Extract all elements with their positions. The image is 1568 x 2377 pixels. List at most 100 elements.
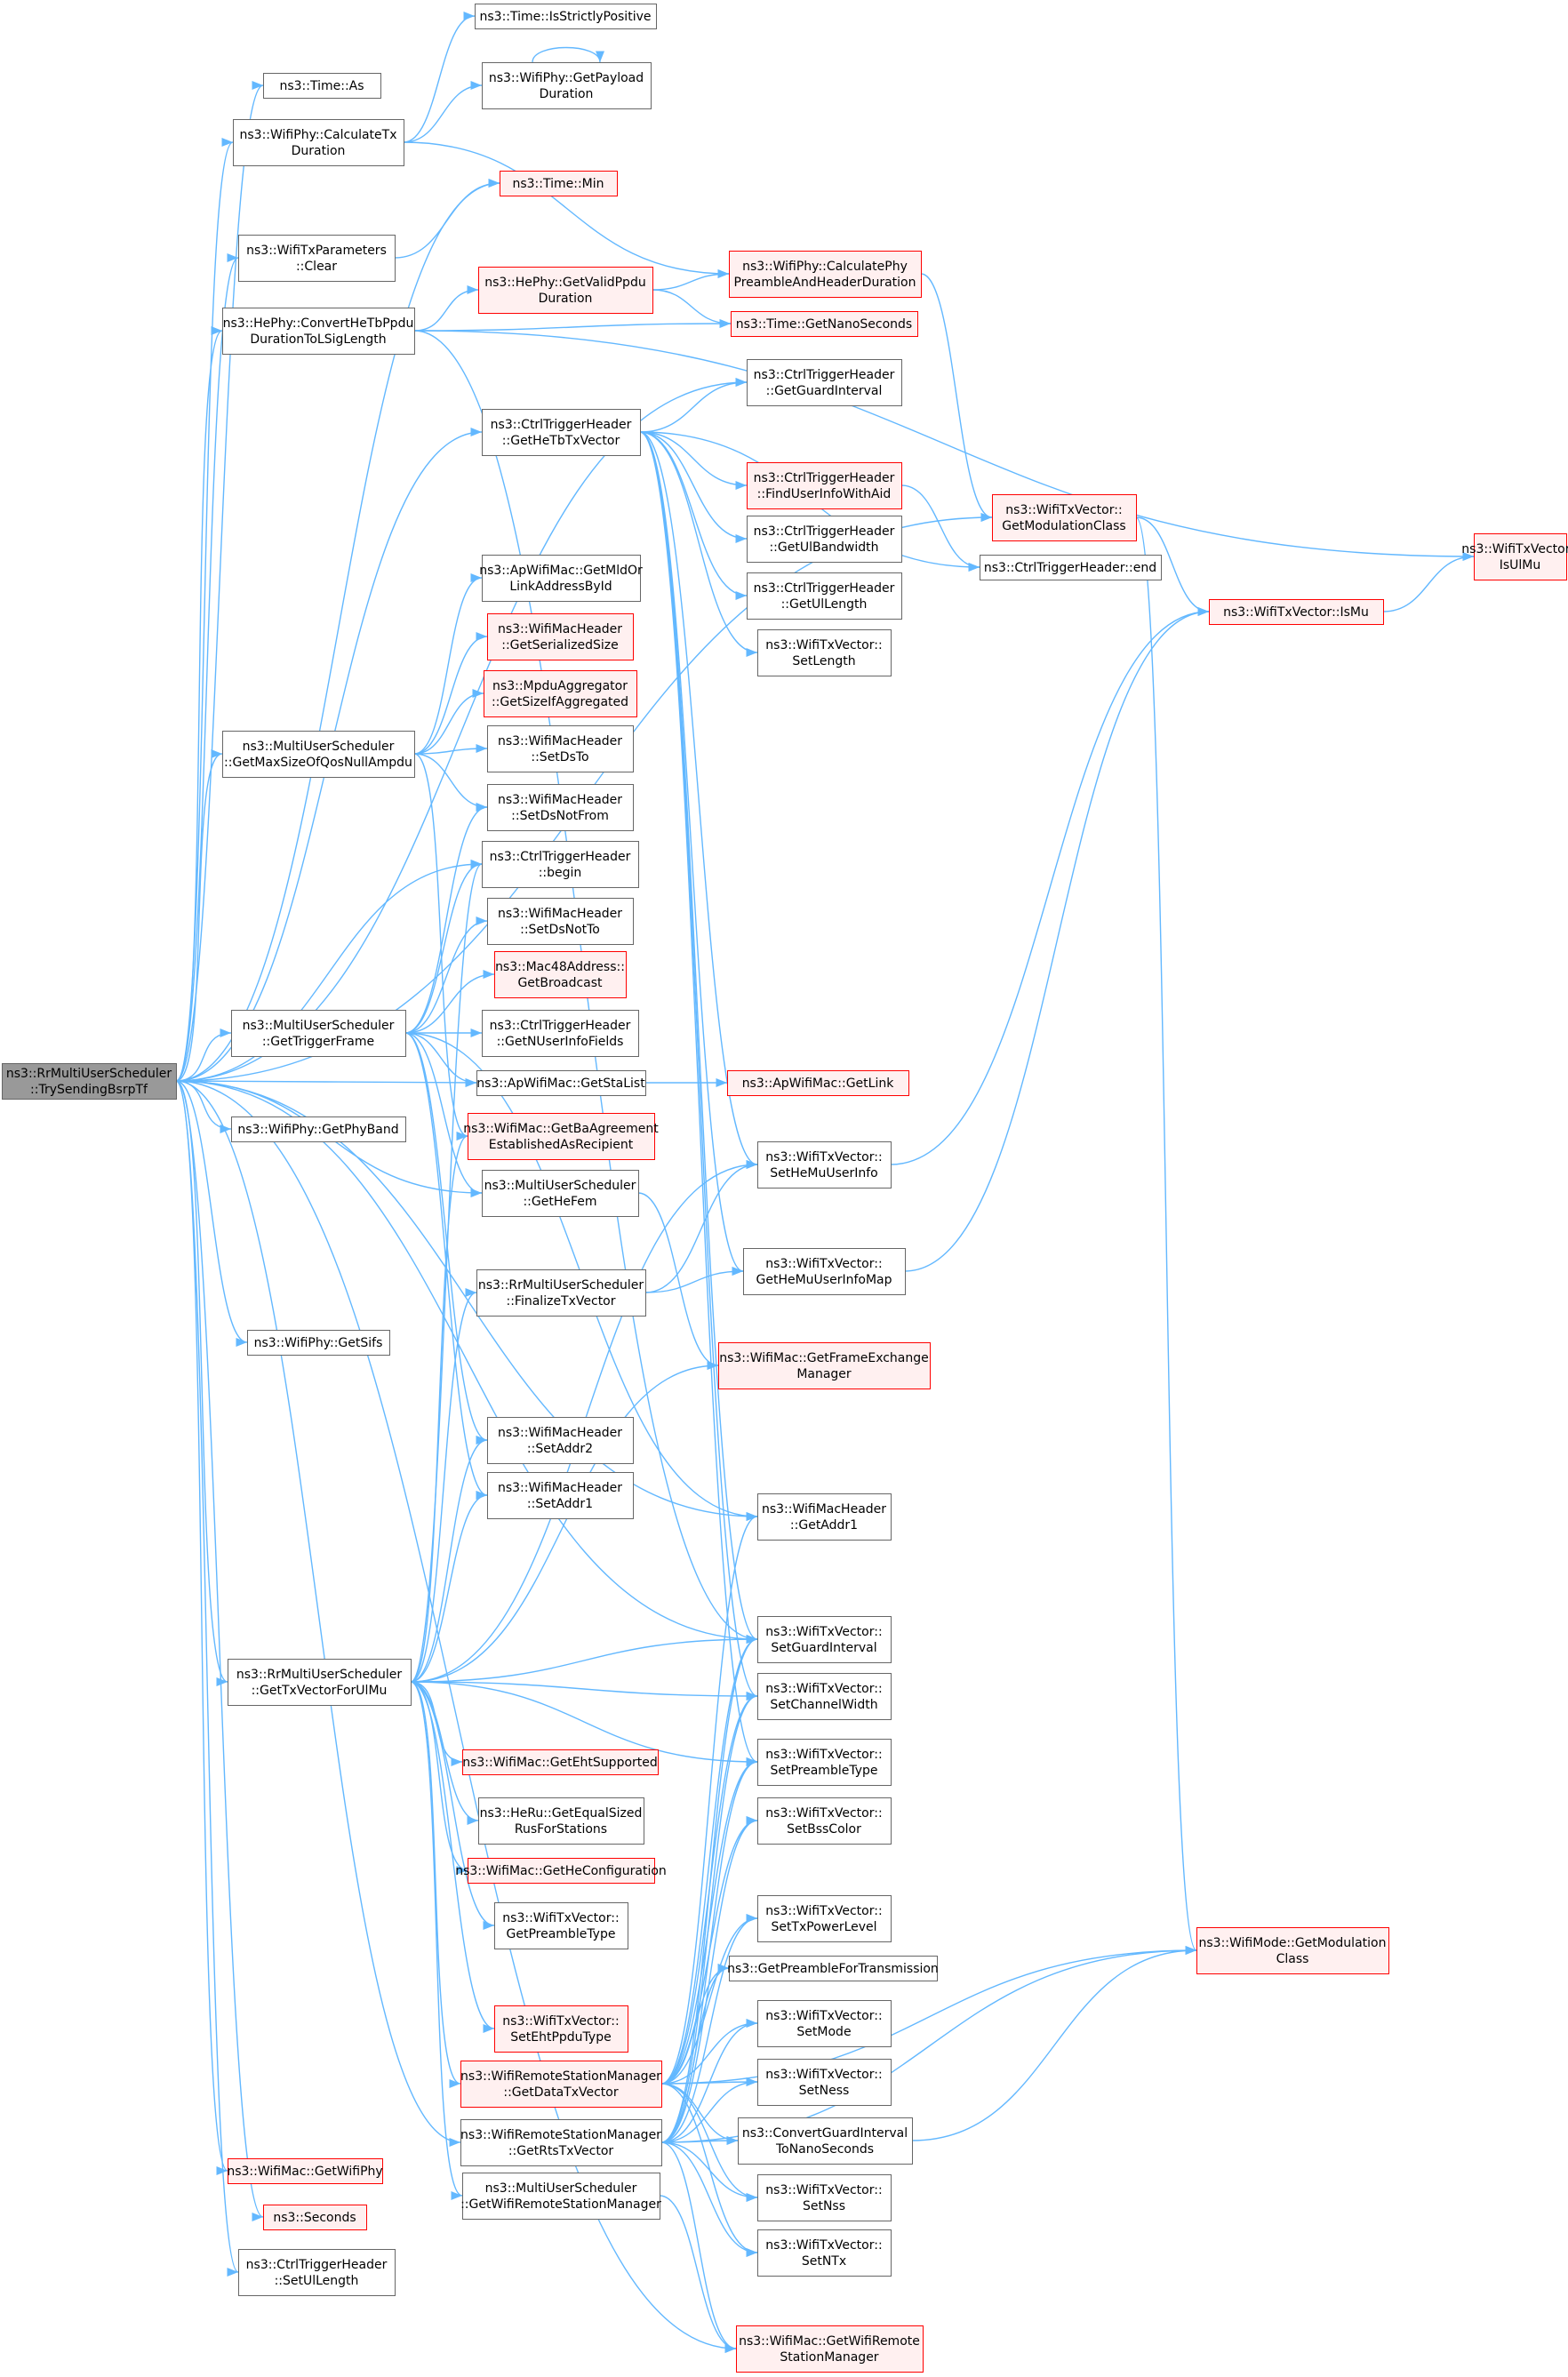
node-getBaAgreement[interactable]: ns3::WifiMac::GetBaAgreementEstablishedA… <box>463 1113 659 1160</box>
node-label: ns3::WifiMacHeader <box>498 734 622 748</box>
node-label: SetNess <box>799 2084 850 2098</box>
node-getGuardInterval[interactable]: ns3::CtrlTriggerHeader::GetGuardInterval <box>747 359 902 406</box>
node-label: ns3::Time::Min <box>512 177 604 191</box>
node-isStrictlyPositive[interactable]: ns3::Time::IsStrictlyPositive <box>475 4 657 29</box>
node-calcPhyPreamble[interactable]: ns3::WifiPhy::CalculatePhyPreambleAndHea… <box>729 251 922 298</box>
node-box <box>482 1170 639 1217</box>
node-getRtsTxVector[interactable]: ns3::WifiRemoteStationManager::GetRtsTxV… <box>460 2119 662 2166</box>
node-getTxVectorForUlMu[interactable]: ns3::RrMultiUserScheduler::GetTxVectorFo… <box>228 1659 412 1706</box>
node-setNss[interactable]: ns3::WifiTxVector::SetNss <box>757 2174 892 2221</box>
node-getTriggerFrame[interactable]: ns3::MultiUserScheduler::GetTriggerFrame <box>231 1010 406 1057</box>
node-setNTx[interactable]: ns3::WifiTxVector::SetNTx <box>757 2229 892 2277</box>
node-setLength[interactable]: ns3::WifiTxVector::SetLength <box>757 629 892 676</box>
node-label: ns3::MpduAggregator <box>492 679 628 693</box>
node-setHeMuUserInfo[interactable]: ns3::WifiTxVector::SetHeMuUserInfo <box>757 1141 892 1188</box>
node-label: RusForStations <box>515 1822 607 1837</box>
node-getHeMuUserInfoMap[interactable]: ns3::WifiTxVector::GetHeMuUserInfoMap <box>743 1248 906 1295</box>
node-getEhtSupported[interactable]: ns3::WifiMac::GetEhtSupported <box>462 1749 659 1775</box>
node-isUlMu[interactable]: ns3::WifiTxVector::IsUlMu <box>1461 533 1568 580</box>
node-getMaxSizeQos[interactable]: ns3::MultiUserScheduler::GetMaxSizeOfQos… <box>222 731 415 778</box>
node-getNanoSeconds[interactable]: ns3::Time::GetNanoSeconds <box>731 311 918 337</box>
node-label: ns3::MultiUserScheduler <box>243 1019 395 1033</box>
edge-getTxVectorForUlMu-to-setChannelWidth <box>410 1681 758 1701</box>
node-setMode[interactable]: ns3::WifiTxVector::SetMode <box>757 2000 892 2047</box>
node-getModulationClassVec[interactable]: ns3::WifiTxVector::GetModulationClass <box>992 494 1137 541</box>
edge-getHeTbTxVector-to-getHeMuUserInfoMap <box>639 431 744 1276</box>
edge-calcPhyPreamble-to-getModulationClassVec <box>920 273 993 522</box>
node-getPreambleForTx[interactable]: ns3::GetPreambleForTransmission <box>727 1956 939 1981</box>
node-label: ns3::WifiTxVector:: <box>765 2068 882 2082</box>
node-findUserInfoWithAid[interactable]: ns3::CtrlTriggerHeader::FindUserInfoWith… <box>747 462 902 509</box>
node-getUlBandwidth[interactable]: ns3::CtrlTriggerHeader::GetUlBandwidth <box>747 516 902 563</box>
node-isMu[interactable]: ns3::WifiTxVector::IsMu <box>1209 599 1384 625</box>
node-box <box>1196 1927 1389 1974</box>
node-setPreambleType[interactable]: ns3::WifiTxVector::SetPreambleType <box>757 1739 892 1786</box>
node-getSerializedSize[interactable]: ns3::WifiMacHeader::GetSerializedSize <box>487 613 634 660</box>
node-box <box>482 1010 639 1057</box>
node-setNess[interactable]: ns3::WifiTxVector::SetNess <box>757 2059 892 2106</box>
edge-getTriggerFrame-to-setAddr2 <box>404 1032 488 1445</box>
node-getNUserInfoFields[interactable]: ns3::CtrlTriggerHeader::GetNUserInfoFiel… <box>482 1010 639 1057</box>
node-musGetWrsm[interactable]: ns3::MultiUserScheduler::GetWifiRemoteSt… <box>460 2173 661 2220</box>
node-setEhtPpduType[interactable]: ns3::WifiTxVector::SetEhtPpduType <box>494 2005 628 2053</box>
node-getPreambleTypeVec[interactable]: ns3::WifiTxVector::GetPreambleType <box>494 1902 628 1949</box>
node-setDsTo[interactable]: ns3::WifiMacHeader::SetDsTo <box>487 725 634 772</box>
node-getBroadcast[interactable]: ns3::Mac48Address::GetBroadcast <box>494 951 627 998</box>
node-wifiModeGetModClass[interactable]: ns3::WifiMode::GetModulationClass <box>1196 1927 1389 1974</box>
node-label: SetEhtPpduType <box>510 2030 611 2045</box>
node-box <box>757 1673 892 1720</box>
node-label: ::FindUserInfoWithAid <box>757 487 892 501</box>
node-getStaList[interactable]: ns3::ApWifiMac::GetStaList <box>476 1070 646 1096</box>
node-getDataTxVector[interactable]: ns3::WifiRemoteStationManager::GetDataTx… <box>460 2061 662 2108</box>
node-box <box>729 1956 938 1981</box>
node-getAddr1[interactable]: ns3::WifiMacHeader::GetAddr1 <box>757 1493 892 1541</box>
node-setChannelWidth[interactable]: ns3::WifiTxVector::SetChannelWidth <box>757 1673 892 1720</box>
node-seconds[interactable]: ns3::Seconds <box>263 2205 367 2230</box>
node-getPhyBand[interactable]: ns3::WifiPhy::GetPhyBand <box>231 1116 406 1142</box>
node-timeMin[interactable]: ns3::Time::Min <box>500 171 618 196</box>
node-getSizeIfAggregated[interactable]: ns3::MpduAggregator::GetSizeIfAggregated <box>484 670 637 717</box>
edge-root-to-getSifs <box>175 1080 248 1347</box>
node-getSifs[interactable]: ns3::WifiPhy::GetSifs <box>247 1330 390 1356</box>
node-label: ns3::HePhy::ConvertHeTbPpdu <box>223 316 414 331</box>
node-box <box>222 308 415 355</box>
node-getWifiPhy[interactable]: ns3::WifiMac::GetWifiPhy <box>227 2158 383 2184</box>
node-macGetWrsm[interactable]: ns3::WifiMac::GetWifiRemoteStationManage… <box>736 2325 924 2373</box>
node-convertHeTb[interactable]: ns3::HePhy::ConvertHeTbPpduDurationToLSi… <box>222 308 415 355</box>
node-label: ns3::WifiMac::GetWifiRemote <box>739 2334 920 2349</box>
node-setDsNotTo[interactable]: ns3::WifiMacHeader::SetDsNotTo <box>487 898 634 945</box>
node-ctrlEnd[interactable]: ns3::CtrlTriggerHeader::end <box>980 555 1162 580</box>
node-getUlLength[interactable]: ns3::CtrlTriggerHeader::GetUlLength <box>747 572 902 620</box>
node-label: ::SetAddr2 <box>527 1442 593 1456</box>
node-box <box>482 409 641 456</box>
node-setGuardInterval[interactable]: ns3::WifiTxVector::SetGuardInterval <box>757 1616 892 1663</box>
edge-getTxVectorForUlMu-to-setEhtPpduType <box>410 1681 495 2033</box>
node-setBssColor[interactable]: ns3::WifiTxVector::SetBssColor <box>757 1797 892 1845</box>
node-setDsNotFrom[interactable]: ns3::WifiMacHeader::SetDsNotFrom <box>487 784 634 831</box>
edge-getHeTbTxVector-to-setPreambleType <box>639 431 758 1766</box>
node-box <box>238 2249 396 2296</box>
node-apGetLink[interactable]: ns3::ApWifiMac::GetLink <box>727 1070 909 1096</box>
node-setUlLength[interactable]: ns3::CtrlTriggerHeader::SetUlLength <box>238 2249 396 2296</box>
node-getHeTbTxVector[interactable]: ns3::CtrlTriggerHeader::GetHeTbTxVector <box>482 409 641 456</box>
node-txParamsClear[interactable]: ns3::WifiTxParameters::Clear <box>238 235 396 282</box>
node-label: GetModulationClass <box>1002 519 1125 533</box>
node-setAddr1[interactable]: ns3::WifiMacHeader::SetAddr1 <box>487 1472 634 1519</box>
node-finalizeTxVector[interactable]: ns3::RrMultiUserScheduler::FinalizeTxVec… <box>476 1269 646 1317</box>
node-ctrlBegin[interactable]: ns3::CtrlTriggerHeader::begin <box>482 841 639 888</box>
node-box <box>487 725 634 772</box>
node-setTxPowerLevel[interactable]: ns3::WifiTxVector::SetTxPowerLevel <box>757 1895 892 1942</box>
node-getHeConfiguration[interactable]: ns3::WifiMac::GetHeConfiguration <box>455 1858 667 1884</box>
node-setAddr2[interactable]: ns3::WifiMacHeader::SetAddr2 <box>487 1417 634 1464</box>
node-getHeFem[interactable]: ns3::MultiUserScheduler::GetHeFem <box>482 1170 639 1217</box>
node-label: ns3::WifiTxVector:: <box>765 2238 882 2253</box>
node-timeAs[interactable]: ns3::Time::As <box>263 73 381 99</box>
